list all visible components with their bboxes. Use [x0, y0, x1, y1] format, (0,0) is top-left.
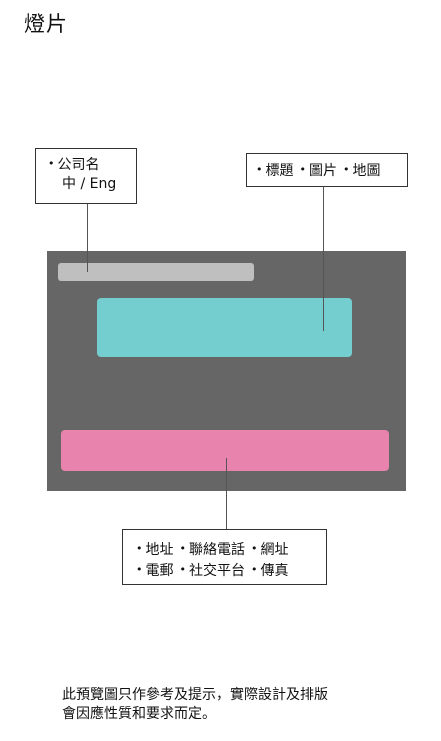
content-leader-line	[323, 187, 324, 331]
contact-item-label: 網址	[260, 542, 289, 558]
contact-item-email: •電郵	[136, 563, 174, 579]
contact-item-fax: •傳真	[251, 563, 289, 579]
content-item-label: 標題	[265, 163, 294, 179]
disclaimer: 此預覽圖只作參考及提示，實際設計及排版 會因應性質和要求而定。	[62, 686, 422, 724]
bullet-icon: •	[136, 563, 143, 576]
callout-content: •標題•圖片•地圖	[246, 153, 408, 187]
contact-item-label: 社交平台	[189, 563, 245, 579]
bullet-icon: •	[251, 542, 258, 555]
title-placeholder	[58, 263, 254, 281]
contact-row-2: •電郵•社交平台•傳真	[136, 560, 326, 581]
company-leader-line	[87, 204, 88, 272]
contact-item-label: 電郵	[145, 563, 174, 579]
content-item-label: 圖片	[309, 163, 337, 179]
contact-placeholder	[61, 430, 389, 471]
disclaimer-line-2: 會因應性質和要求而定。	[62, 706, 216, 722]
contact-leader-line	[226, 458, 227, 529]
contact-item-phone: •聯絡電話	[180, 542, 246, 558]
bullet-icon: •	[251, 563, 258, 576]
bullet-icon: •	[343, 163, 350, 176]
bullet-icon: •	[256, 163, 263, 176]
callout-contact: •地址•聯絡電話•網址 •電郵•社交平台•傳真	[122, 529, 327, 585]
bullet-icon: •	[179, 542, 187, 555]
callout-company-line1: •公司名	[48, 154, 136, 175]
contact-item-website: •網址	[251, 542, 289, 558]
content-item-title: •標題	[256, 163, 294, 179]
callout-company: •公司名 中 / Eng	[35, 148, 137, 204]
image-placeholder	[97, 298, 352, 357]
contact-item-label: 聯絡電話	[189, 542, 245, 558]
content-item-map: •地圖	[343, 163, 381, 179]
contact-item-label: 地址	[145, 542, 174, 558]
contact-item-address: •地址	[136, 542, 174, 558]
bullet-icon: •	[136, 542, 143, 555]
contact-item-social: •社交平台	[180, 563, 246, 579]
content-item-label: 地圖	[352, 163, 381, 179]
contact-row-1: •地址•聯絡電話•網址	[136, 539, 326, 560]
callout-company-line2: 中 / Eng	[62, 176, 117, 192]
bullet-icon: •	[179, 563, 187, 576]
contact-item-label: 傳真	[260, 563, 289, 579]
disclaimer-line-1: 此預覽圖只作參考及提示，實際設計及排版	[62, 687, 328, 703]
page-title: 燈片	[24, 12, 68, 36]
company-name-label: 公司名	[57, 157, 100, 173]
content-item-image: •圖片	[300, 163, 338, 179]
bullet-icon: •	[48, 157, 55, 170]
bullet-icon: •	[299, 163, 307, 176]
